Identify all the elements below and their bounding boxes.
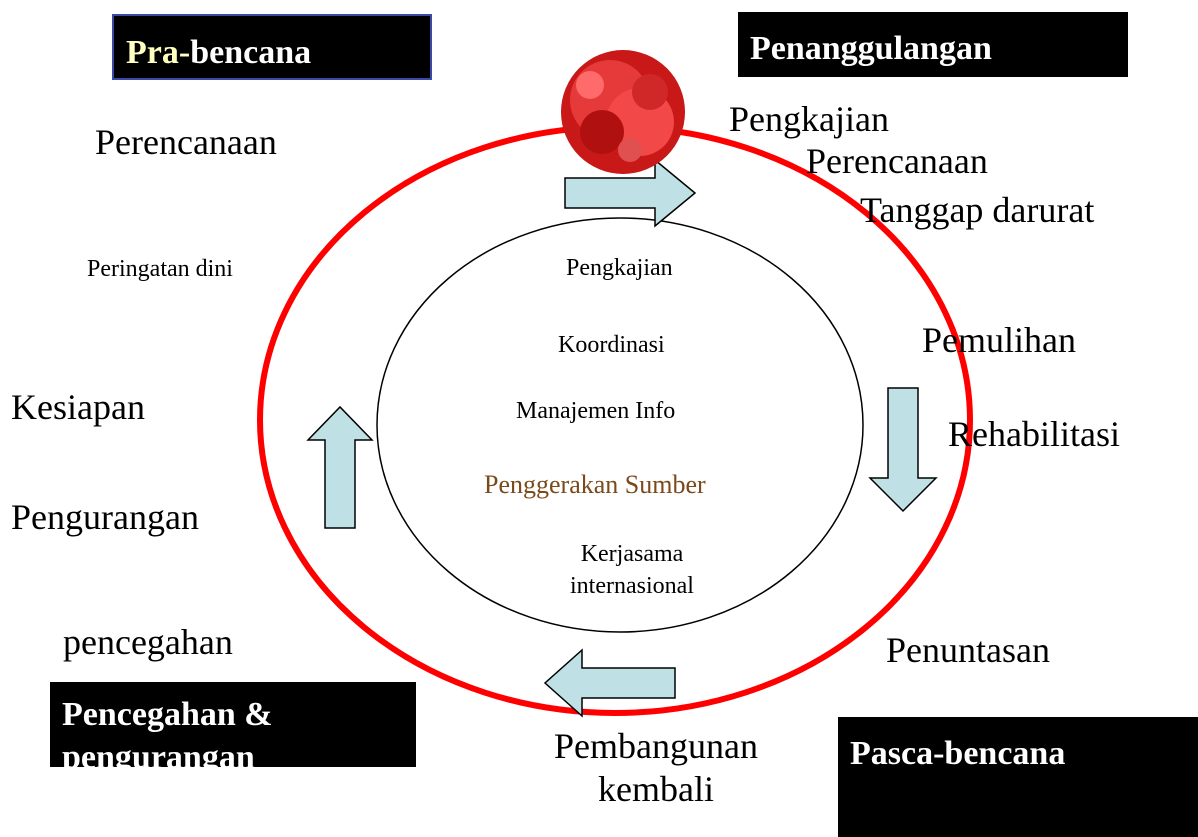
- label-tanggap-darurat: Tanggap darurat: [860, 190, 1095, 230]
- post-disaster-box: Pasca-bencana: [838, 717, 1198, 837]
- post-disaster-label: Pasca-bencana: [850, 735, 1066, 772]
- arrow-right-icon: [564, 158, 697, 228]
- response-box: Penanggulangan: [738, 12, 1128, 77]
- pre-disaster-box: Pra-bencana: [112, 14, 432, 80]
- inner-pengkajian: Pengkajian: [566, 255, 673, 281]
- inner-penggerakan-sumber: Penggerakan Sumber: [484, 470, 706, 499]
- label-peringatan-dini: Peringatan dini: [87, 256, 233, 282]
- kerjasama-line2: internasional: [570, 573, 694, 600]
- kerjasama-line1: Kerjasama: [580, 541, 684, 567]
- label-pemulihan: Pemulihan: [922, 320, 1076, 360]
- label-pencegahan: pencegahan: [63, 622, 233, 662]
- mitigation-line1: Pencegahan &: [62, 696, 273, 733]
- inner-koordinasi: Koordinasi: [558, 332, 665, 358]
- pre-prefix: Pra-: [126, 34, 191, 71]
- pre-suffix: bencana: [190, 34, 312, 71]
- label-perencanaan-right: Perencanaan: [806, 141, 988, 181]
- label-penuntasan: Penuntasan: [886, 630, 1050, 670]
- inner-kerjasama-internasional: Kerjasama internasional: [532, 538, 732, 603]
- inner-core-circle: [376, 217, 864, 633]
- pembangunan-line2: kembali: [598, 769, 714, 810]
- response-label: Penanggulangan: [750, 30, 992, 67]
- arrow-up-icon: [306, 405, 374, 529]
- label-pembangunan-kembali: Pembangunan kembali: [536, 725, 776, 811]
- arrow-down-icon: [868, 387, 938, 513]
- pembangunan-line1: Pembangunan: [554, 726, 758, 766]
- red-burst-icon: [561, 50, 685, 174]
- arrow-left-icon: [543, 648, 676, 718]
- label-pengkajian-right: Pengkajian: [729, 99, 889, 139]
- label-perencanaan-left: Perencanaan: [95, 122, 277, 162]
- mitigation-box: Pencegahan & pengurangan: [50, 682, 416, 776]
- inner-manajemen-info: Manajemen Info: [516, 398, 676, 424]
- label-rehabilitasi: Rehabilitasi: [948, 414, 1120, 454]
- mitigation-line2: pengurangan: [62, 738, 255, 776]
- label-kesiapan: Kesiapan: [11, 387, 145, 427]
- label-pengurangan: Pengurangan: [11, 497, 199, 537]
